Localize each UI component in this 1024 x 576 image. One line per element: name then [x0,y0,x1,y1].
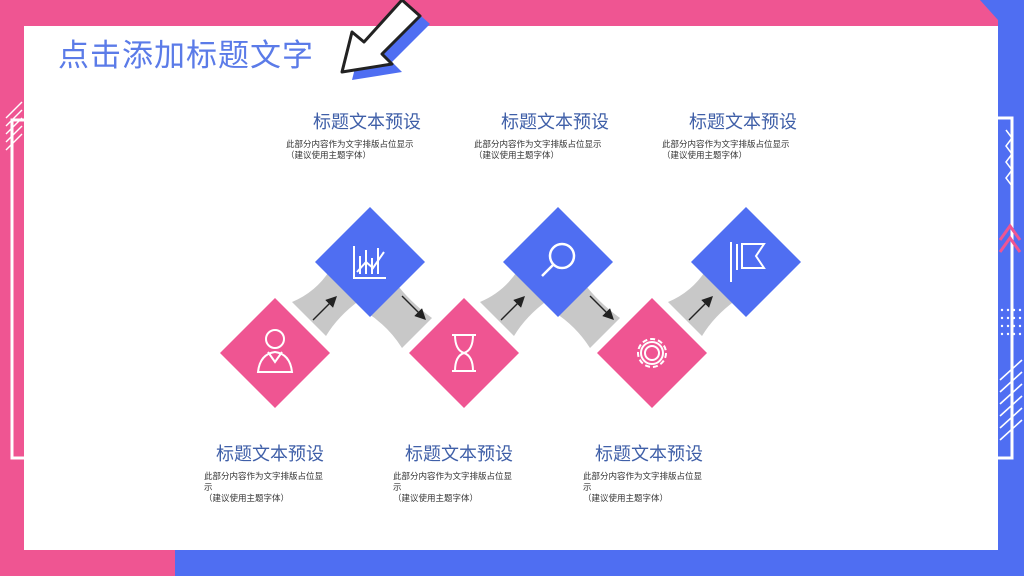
step-description: 此部分内容作为文字排版占位显 示 （建议使用主题字体） [204,472,324,504]
step-5-text: 标题文本预设 此部分内容作为文字排版占位显 示 （建议使用主题字体） [583,440,753,505]
step-heading: 标题文本预设 [595,444,703,465]
step-heading: 标题文本预设 [216,444,324,465]
step-6-diamond [691,207,801,317]
magnifier-icon [541,242,576,277]
step-description: 此部分内容作为文字排版占位显 示 （建议使用主题字体） [393,472,513,504]
step-description: 此部分内容作为文字排版占位显示 （建议使用主题字体） [474,140,602,161]
step-heading: 标题文本预设 [313,112,421,133]
step-5-diamond [597,298,707,408]
step-description: 此部分内容作为文字排版占位显示 （建议使用主题字体） [286,140,414,161]
step-4-diamond [503,207,613,317]
flag-icon [730,242,766,282]
growth-chart-icon [353,246,386,279]
hourglass-icon [452,334,476,372]
person-icon [256,329,294,373]
step-2-diamond [315,207,425,317]
step-description: 此部分内容作为文字排版占位显 示 （建议使用主题字体） [583,472,703,504]
step-3-text: 标题文本预设 此部分内容作为文字排版占位显 示 （建议使用主题字体） [393,440,563,505]
step-heading: 标题文本预设 [689,112,797,133]
step-1-text: 标题文本预设 此部分内容作为文字排版占位显 示 （建议使用主题字体） [204,440,374,505]
step-4-text: 标题文本预设 此部分内容作为文字排版占位显示 （建议使用主题字体） [470,108,640,162]
step-heading: 标题文本预设 [405,444,513,465]
step-heading: 标题文本预设 [501,112,609,133]
step-6-text: 标题文本预设 此部分内容作为文字排版占位显示 （建议使用主题字体） [658,108,828,162]
pointer-arrow-icon [340,0,430,80]
step-2-text: 标题文本预设 此部分内容作为文字排版占位显示 （建议使用主题字体） [282,108,452,162]
gear-icon [637,338,667,368]
page-title: 点击添加标题文字 [58,38,314,74]
step-description: 此部分内容作为文字排版占位显示 （建议使用主题字体） [662,140,790,161]
